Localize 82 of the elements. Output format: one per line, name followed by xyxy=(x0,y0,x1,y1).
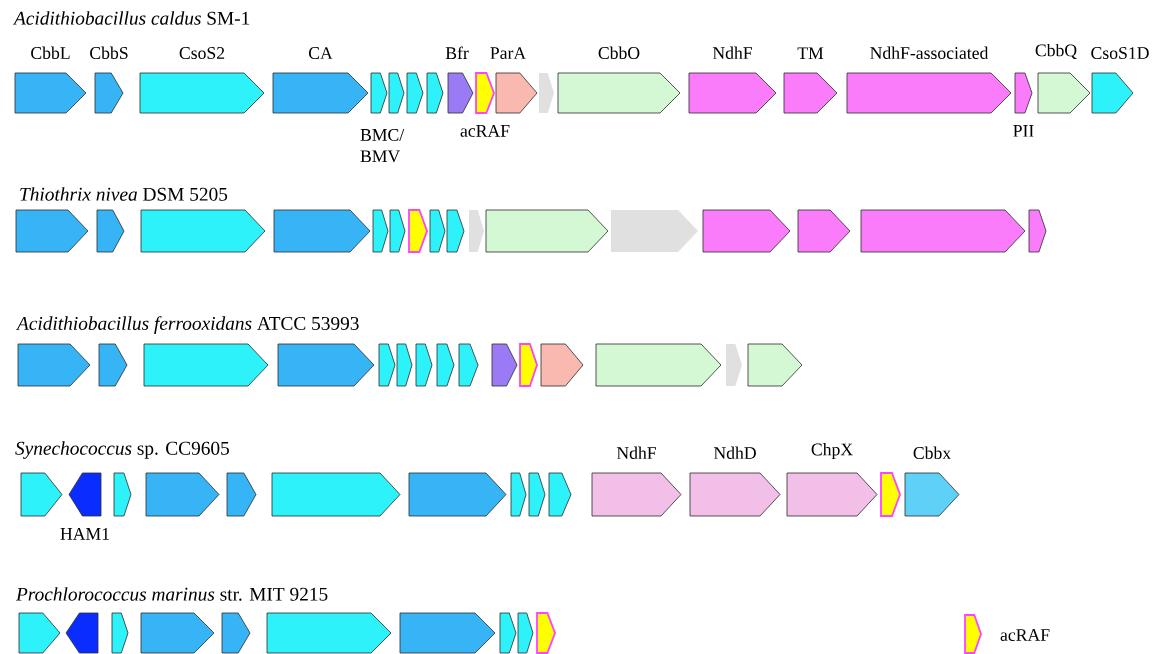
gene-label: NdhF xyxy=(616,446,656,459)
gene-symbol xyxy=(370,72,388,114)
gene-symbol xyxy=(797,209,851,253)
gene-symbol xyxy=(96,209,125,253)
gene-symbol xyxy=(611,210,698,252)
gene-label: Cbbx xyxy=(913,446,951,459)
gene-symbol xyxy=(388,72,405,114)
gene-label: NdhD xyxy=(713,446,756,459)
gene-symbol xyxy=(510,472,527,517)
gene-symbol xyxy=(436,343,455,387)
gene-symbol xyxy=(469,210,484,252)
gene-symbol xyxy=(65,612,99,654)
gene-symbol xyxy=(408,209,428,253)
gene-symbol xyxy=(426,72,444,114)
gene-symbol xyxy=(540,343,584,387)
gene-symbol xyxy=(396,343,413,387)
gene-symbol xyxy=(98,343,128,387)
gene-symbol xyxy=(266,612,392,654)
gene-symbol xyxy=(408,472,507,517)
gene-label: CsoS1D xyxy=(1091,47,1149,59)
gene-symbol xyxy=(226,472,257,517)
gene-symbol xyxy=(485,209,609,253)
gene-symbol xyxy=(548,472,572,517)
gene-symbol xyxy=(536,612,556,654)
gene-symbol xyxy=(17,343,91,387)
gene-symbol xyxy=(517,612,534,654)
gene-label: TM xyxy=(797,47,824,59)
gene-symbol xyxy=(221,612,251,654)
gene-symbol xyxy=(519,343,538,387)
gene-symbol xyxy=(372,209,389,253)
gene-symbol xyxy=(747,343,803,387)
gene-symbol xyxy=(539,73,554,113)
legend-label: acRAF xyxy=(1000,629,1050,641)
gene-symbol xyxy=(143,343,269,387)
gene-symbol xyxy=(446,209,465,253)
gene-symbol xyxy=(726,344,742,386)
gene-symbol xyxy=(140,209,266,253)
gene-label: CbbQ xyxy=(1035,43,1077,59)
species-title: Thiothrix nivea DSM 5205 xyxy=(20,187,228,201)
gene-symbol xyxy=(113,472,132,517)
gene-label: CsoS2 xyxy=(179,47,225,59)
gene-label: HAM1 xyxy=(60,528,109,540)
gene-symbol xyxy=(140,612,215,654)
gene-symbol xyxy=(271,472,401,517)
gene-label: ParA xyxy=(490,47,527,59)
gene-symbol xyxy=(111,612,129,654)
species-title: Synechococcus sp. CC9605 xyxy=(15,441,229,459)
gene-symbol xyxy=(499,612,517,654)
gene-symbol xyxy=(491,343,518,387)
gene-symbol xyxy=(1028,209,1047,253)
gene-symbol xyxy=(406,72,424,114)
species-title: Acidithiobacillus ferrooxidans ATCC 53993 xyxy=(15,316,359,334)
gene-symbol xyxy=(415,343,433,387)
gene-symbol xyxy=(880,472,901,517)
gene-symbol xyxy=(378,343,396,387)
gene-symbol xyxy=(429,209,446,253)
gene-symbol xyxy=(20,472,63,517)
gene-label: CbbO xyxy=(598,46,640,59)
gene-label: NdhF-associated xyxy=(870,46,989,59)
gene-symbol xyxy=(145,472,220,517)
gene-symbol xyxy=(528,472,546,517)
gene-label: CA xyxy=(308,47,333,59)
gene-label: Bfr xyxy=(445,46,469,59)
gene-symbol xyxy=(595,343,722,387)
gene-symbol xyxy=(15,209,89,253)
gene-label: CbbS xyxy=(90,46,128,59)
gene-symbol xyxy=(458,343,479,387)
gene-symbol xyxy=(399,612,496,654)
gene-symbol xyxy=(389,209,406,253)
gene-symbol xyxy=(18,612,61,654)
gene-label: ChpX xyxy=(811,443,853,459)
gene-symbol xyxy=(702,209,791,253)
gene-symbol xyxy=(273,209,371,253)
gene-symbol xyxy=(277,343,375,387)
gene-label: PII xyxy=(1013,125,1034,137)
group-label: BMC/ BMV xyxy=(360,129,405,163)
gene-label: acRAF xyxy=(460,125,510,137)
gene-symbol xyxy=(860,209,1026,253)
gene-label: NdhF xyxy=(712,46,752,59)
species-title: Acidithiobacillus caldus SM-1 xyxy=(12,11,250,25)
gene-label: CbbL xyxy=(31,46,70,59)
species-title: Prochlorococcus marinus str. MIT 9215 xyxy=(15,587,328,601)
